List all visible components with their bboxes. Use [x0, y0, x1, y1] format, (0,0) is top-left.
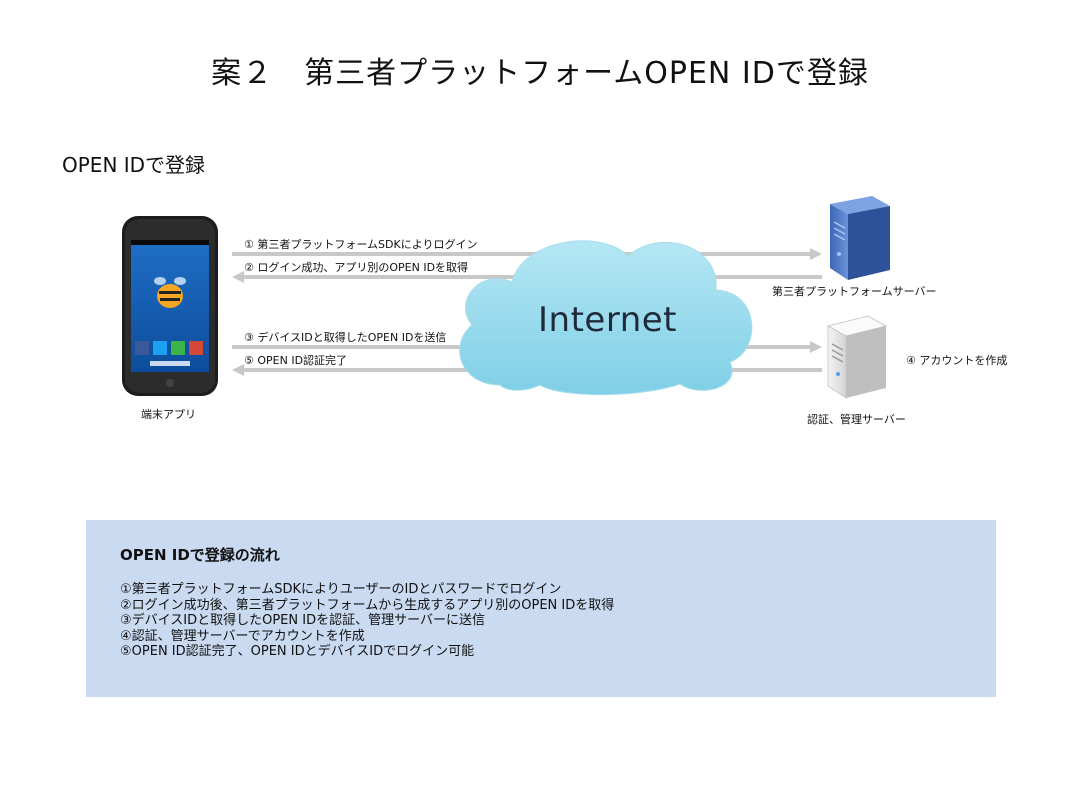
- step-2-label: ② ログイン成功、アプリ別のOPEN IDを取得: [244, 261, 469, 274]
- phone-device: [122, 216, 218, 396]
- internet-label: Internet: [538, 300, 678, 340]
- facebook-icon: [135, 341, 149, 355]
- flow-title: OPEN IDで登録の流れ: [120, 546, 280, 564]
- flow-step-4: ④認証、管理サーバーでアカウントを作成: [120, 628, 365, 644]
- bee-logo-icon: [154, 277, 186, 308]
- line-icon: [171, 341, 185, 355]
- flow-step-1: ①第三者プラットフォームSDKによりユーザーのIDとパスワードでログイン: [120, 582, 562, 597]
- flow-summary-box: OPEN IDで登録の流れ ①第三者プラットフォームSDKによりユーザーのIDと…: [86, 520, 996, 697]
- platform-server-icon: [830, 196, 890, 280]
- flow-step-5: ⑤OPEN ID認証完了、OPEN IDとデバイスIDでログイン可能: [120, 644, 475, 659]
- flow-steps-list: ①第三者プラットフォームSDKによりユーザーのIDとパスワードでログイン ②ログ…: [120, 582, 614, 660]
- step-3-label: ③ デバイスIDと取得したOPEN IDを送信: [244, 331, 447, 344]
- platform-server-label: 第三者プラットフォームサーバー: [772, 285, 937, 298]
- step-5-label: ⑤ OPEN ID認証完了: [244, 354, 348, 367]
- section-heading: OPEN IDで登録: [62, 153, 206, 177]
- google-plus-icon: [189, 341, 203, 355]
- step-1-label: ① 第三者プラットフォームSDKによりログイン: [244, 238, 478, 251]
- arrow-step1: [232, 248, 822, 260]
- twitter-icon: [153, 341, 167, 355]
- client-app-label: 端末アプリ: [141, 408, 196, 421]
- flow-step-3: ③デバイスIDと取得したOPEN IDを認証、管理サーバーに送信: [120, 613, 485, 628]
- step-4-label: ④ アカウントを作成: [906, 354, 1008, 367]
- flow-step-2: ②ログイン成功後、第三者プラットフォームから生成するアプリ別のOPEN IDを取…: [120, 597, 615, 613]
- auth-server-icon: [826, 315, 888, 399]
- page-title: 案２ 第三者プラットフォームOPEN IDで登録: [211, 56, 869, 91]
- internet-cloud: [459, 240, 753, 396]
- auth-server-label: 認証、管理サーバー: [807, 413, 906, 426]
